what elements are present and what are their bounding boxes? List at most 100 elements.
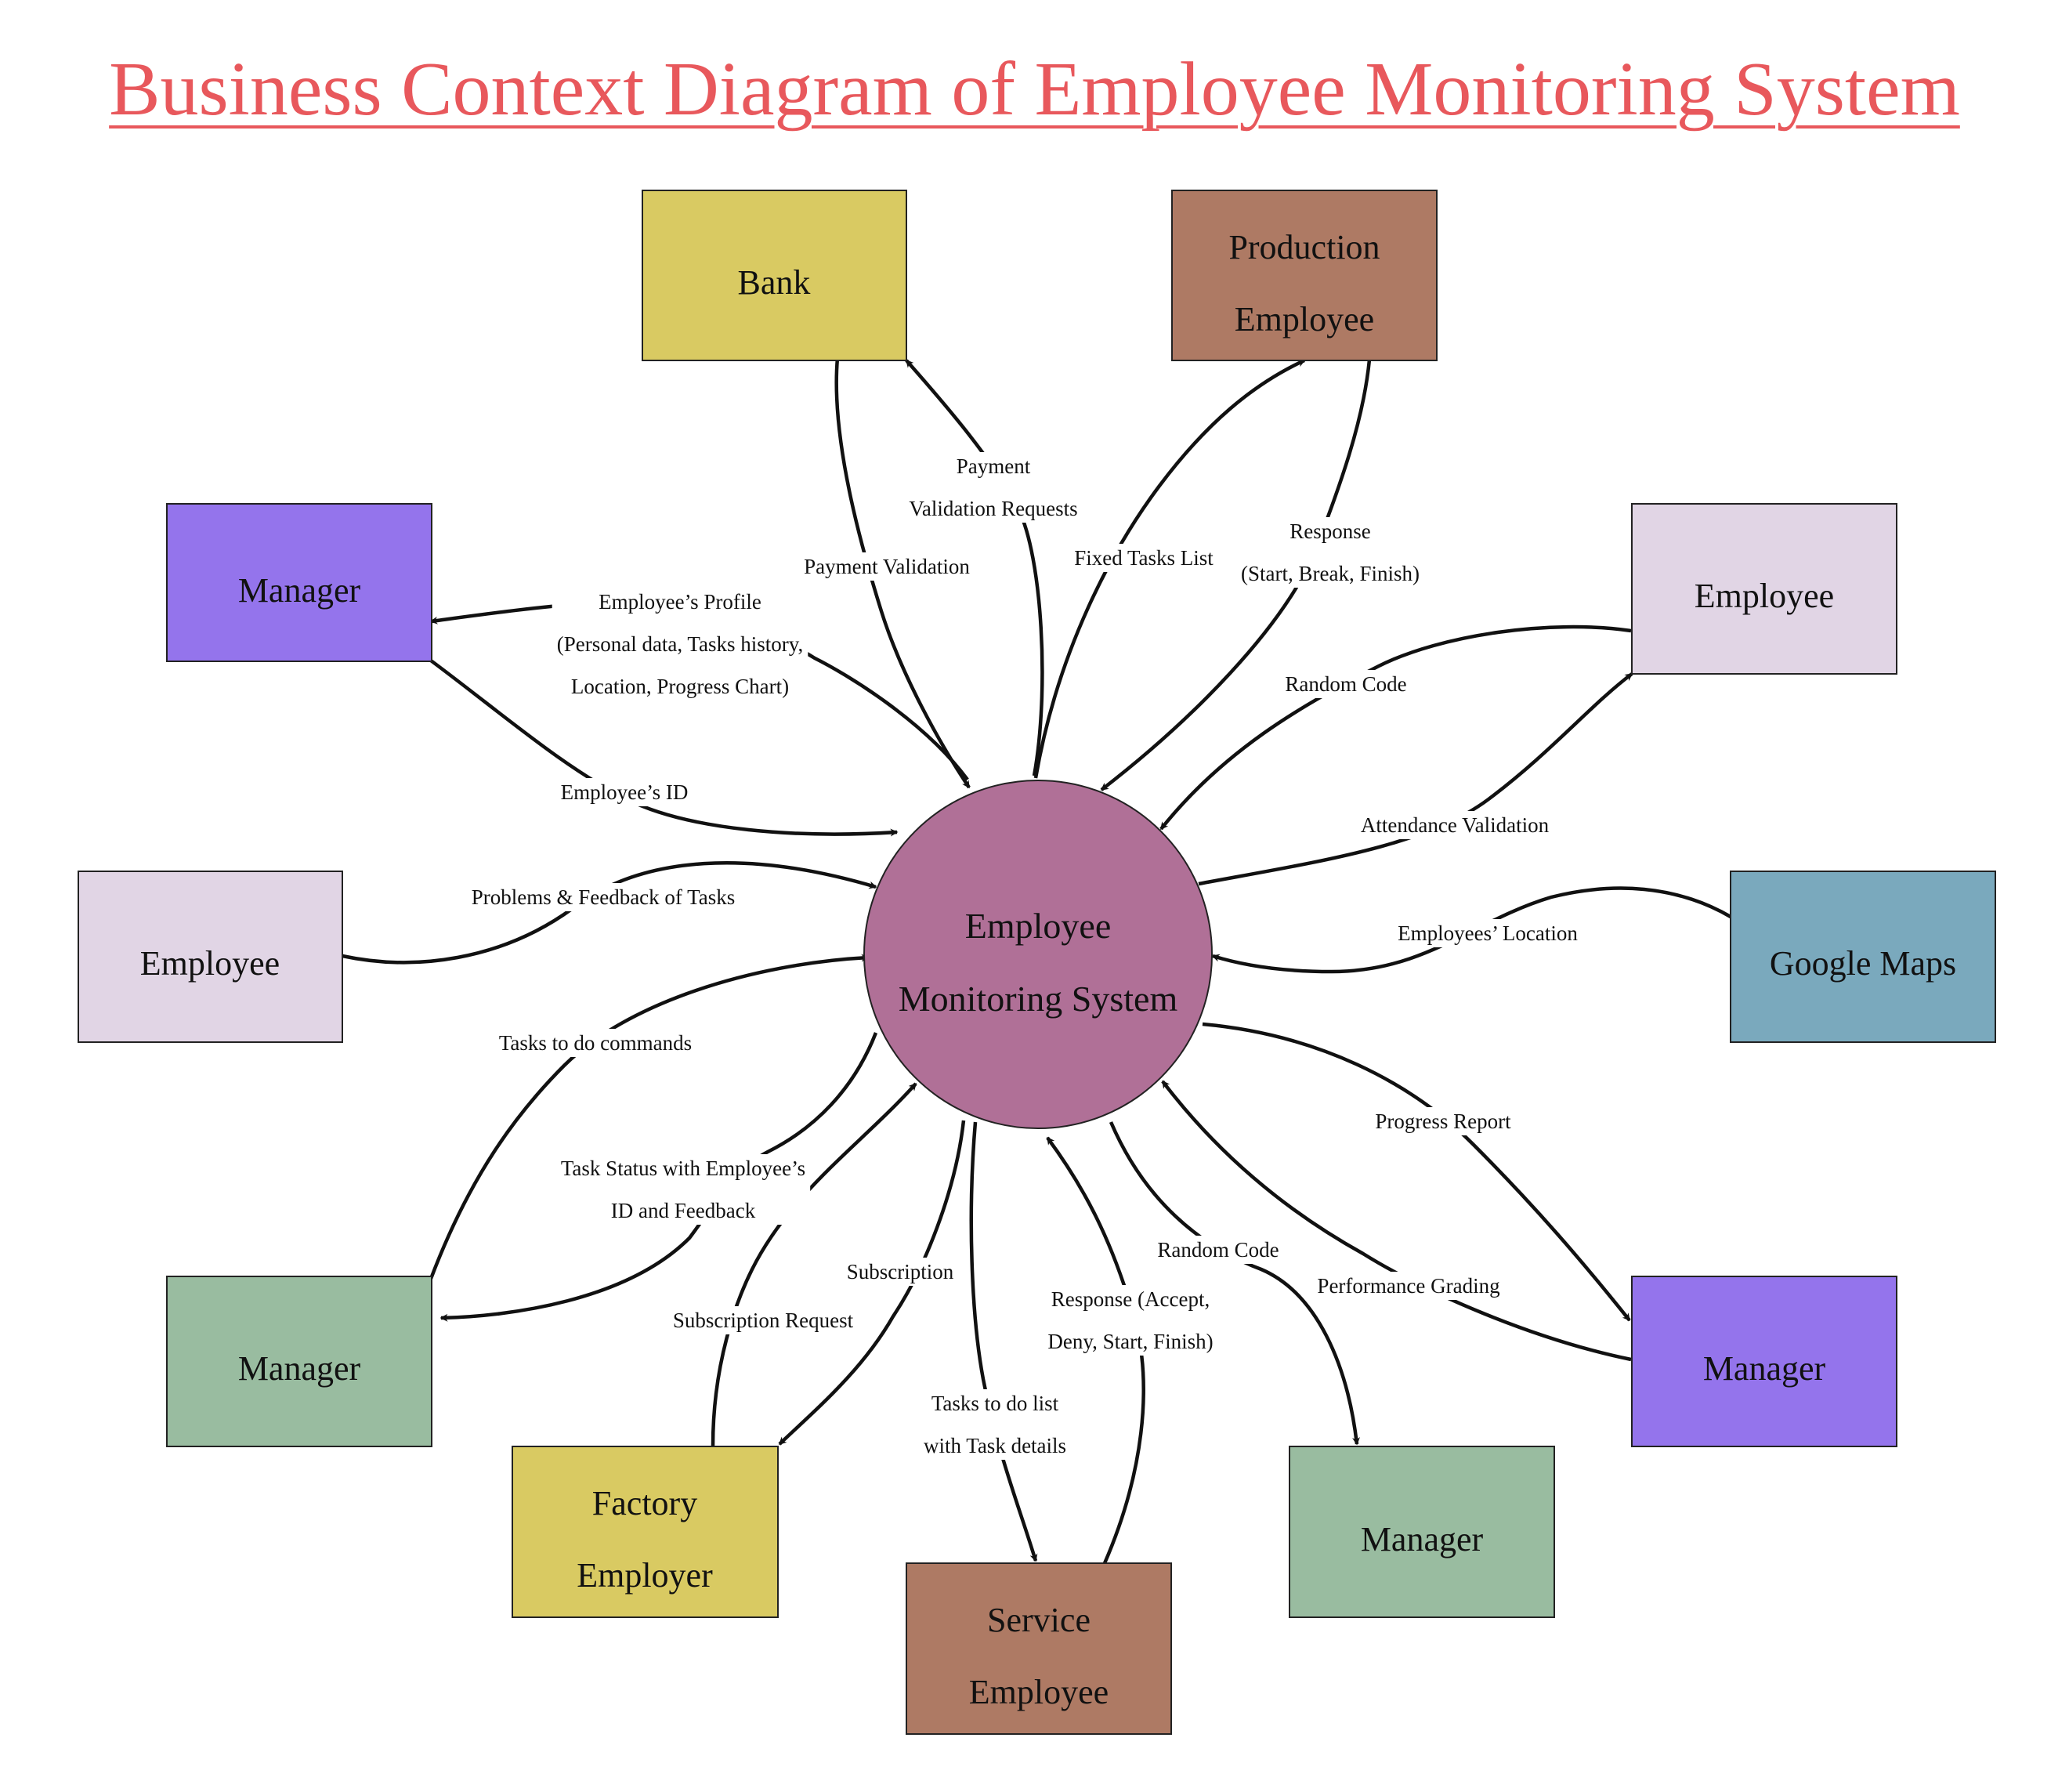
edge-label-background (667, 1306, 859, 1334)
service-employee-box (906, 1562, 1172, 1735)
edge-attendance-validation (1198, 672, 1633, 886)
label-random-code-bottom: Random Code (1157, 1238, 1279, 1262)
edge-label-background (1355, 811, 1554, 839)
text-line: Employees’ Location (1398, 921, 1578, 945)
label-problems-feedback: Problems & Feedback of Tasks (472, 885, 736, 909)
edge-label-background (841, 1258, 959, 1286)
bank-entity: Bank (642, 190, 907, 361)
text-line: Manager (238, 1349, 361, 1388)
employee-top-right-label: Employee (1695, 577, 1834, 615)
edge-label-background (555, 778, 693, 806)
text-line: Location, Progress Chart) (571, 675, 789, 698)
text-line: Validation Requests (909, 497, 1077, 520)
text-line: Response (1290, 519, 1371, 543)
text-line: Performance Grading (1317, 1274, 1499, 1298)
employee-top-right-entity: Employee (1631, 503, 1897, 675)
manager-top-left-label: Manager (238, 571, 361, 610)
edge-label-background (1312, 1272, 1505, 1300)
text-line: Payment Validation (804, 555, 970, 578)
text-line: ID and Feedback (611, 1199, 756, 1222)
text-line: Random Code (1285, 672, 1406, 696)
edge-label-background (1043, 1285, 1218, 1356)
edge-random-code-bottom (1109, 1121, 1360, 1446)
bank-box (642, 190, 907, 361)
label-tasks-to-do-commands: Tasks to do commands (499, 1031, 692, 1055)
factory-employer-box (512, 1446, 779, 1618)
text-line: Employee (1695, 577, 1834, 615)
text-line: Manager (1361, 1520, 1484, 1558)
edge-label-background (494, 1029, 697, 1057)
text-line: Google Maps (1770, 944, 1956, 983)
text-line: Fixed Tasks List (1074, 546, 1214, 570)
label-subscription: Subscription (847, 1260, 954, 1283)
manager-bottom-center-entity: Manager (1289, 1446, 1555, 1618)
edge-problems-feedback (342, 860, 877, 965)
text-line: Progress Report (1375, 1110, 1511, 1133)
label-employee-id: Employee’s ID (561, 780, 689, 804)
text-line: Subscription Request (673, 1309, 854, 1332)
text-line: Employer (577, 1556, 713, 1595)
manager-bottom-center-label: Manager (1361, 1520, 1484, 1558)
label-fixed-tasks-list: Fixed Tasks List (1074, 546, 1214, 570)
text-line: Employee’s ID (561, 780, 689, 804)
text-line: Manager (1703, 1349, 1826, 1388)
edge-label-background (918, 1389, 1072, 1460)
label-payment-validation: Payment Validation (804, 555, 970, 578)
label-random-code-top: Random Code (1285, 672, 1406, 696)
bank-label: Bank (738, 263, 811, 302)
edge-fixed-tasks-list (1033, 358, 1306, 779)
text-line: Employee (965, 906, 1112, 946)
text-line: Response (Accept, (1051, 1287, 1210, 1311)
employee-left-box (78, 871, 343, 1043)
google-maps-label: Google Maps (1770, 944, 1956, 983)
label-attendance-validation: Attendance Validation (1361, 813, 1550, 837)
label-employee-profile: Employee’s Profile (Personal data, Tasks … (557, 590, 804, 698)
edge-label-background (1393, 919, 1583, 947)
edge-label-background (1236, 517, 1424, 588)
edge-payment-validation (834, 357, 971, 789)
text-line: Bank (738, 263, 811, 302)
employee-top-right-box (1631, 503, 1897, 675)
label-employees-location: Employees’ Location (1398, 921, 1578, 945)
text-line: Employee’s Profile (599, 590, 761, 614)
text-line: Payment (957, 454, 1031, 478)
label-progress-report: Progress Report (1375, 1110, 1511, 1133)
text-line: Random Code (1157, 1238, 1279, 1262)
text-line: Tasks to do list (931, 1392, 1059, 1415)
text-line: (Personal data, Tasks history, (557, 632, 804, 656)
manager-bottom-right-box (1631, 1276, 1897, 1447)
manager-bottom-center-box (1289, 1446, 1555, 1618)
text-line: Manager (238, 571, 361, 610)
page-title: Business Context Diagram of Employee Mon… (109, 47, 1960, 132)
text-line: Production (1228, 228, 1380, 266)
label-response-start-break-finish: Response(Start, Break, Finish) (1241, 519, 1420, 585)
employee-left-entity: Employee (78, 871, 343, 1043)
edge-subscription-request (711, 1082, 917, 1446)
text-line: Employee (1235, 300, 1374, 338)
manager-bottom-left-entity: Manager (166, 1276, 432, 1447)
edge-label-background (799, 552, 975, 581)
edge-label-background (1069, 544, 1219, 572)
edge-label-background (1280, 670, 1412, 698)
text-line: Service (987, 1601, 1091, 1639)
edge-progress-report (1202, 1022, 1631, 1322)
manager-bottom-right-entity: Manager (1631, 1276, 1897, 1447)
google-maps-entity: Google Maps (1730, 871, 1996, 1043)
edge-performance-grading (1161, 1080, 1632, 1362)
text-line: Employee (140, 944, 280, 983)
text-line: Employee (969, 1673, 1109, 1711)
text-line: Monitoring System (899, 979, 1178, 1019)
text-line: Tasks to do commands (499, 1031, 692, 1055)
text-line: Deny, Start, Finish) (1047, 1330, 1213, 1353)
google-maps-box (1730, 871, 1996, 1043)
